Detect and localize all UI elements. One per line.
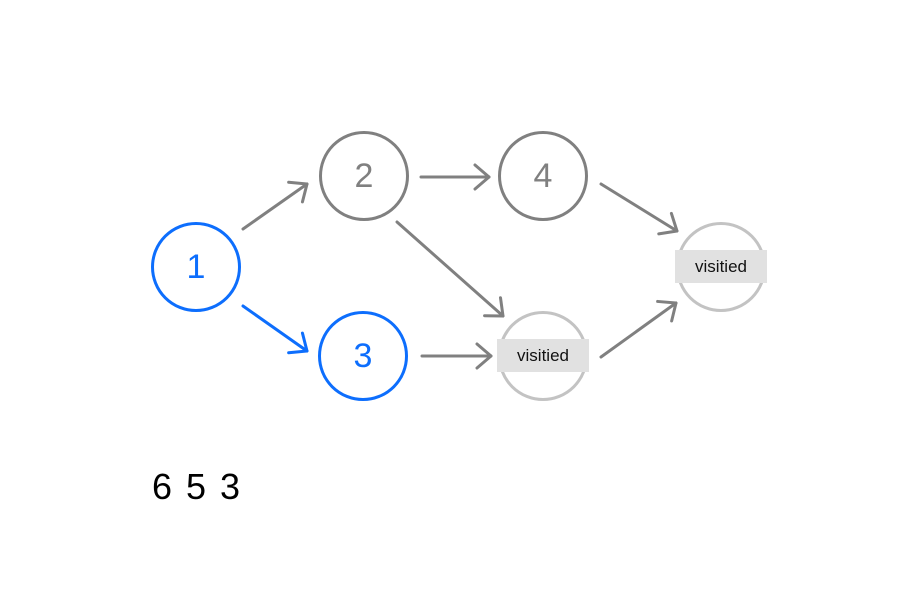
graph-node-1-label: 1	[186, 247, 206, 286]
edge-2-to-visited-bottom-arrow	[395, 220, 505, 318]
graph-node-4-label: 4	[533, 156, 553, 195]
graph-node-2-label: 2	[354, 156, 374, 195]
visited-label-right-text: visitied	[695, 256, 747, 276]
graph-node-1[interactable]: 1	[151, 222, 241, 312]
edge-visited-bottom-to-visited-right-arrow	[599, 299, 678, 359]
graph-node-4[interactable]: 4	[498, 131, 588, 221]
visited-label-bottom[interactable]: visitied	[497, 339, 589, 372]
visited-label-right[interactable]: visitied	[675, 250, 767, 283]
edge-1-to-2-arrow	[241, 180, 309, 231]
output-sequence-text: 6 5 3	[152, 466, 243, 507]
visited-label-bottom-text: visitied	[517, 345, 569, 365]
graph-node-3-label: 3	[353, 336, 373, 375]
edge-1-to-3-arrow	[241, 304, 309, 355]
edge-4-to-visited-right-arrow	[599, 182, 679, 236]
graph-node-2[interactable]: 2	[319, 131, 409, 221]
graph-node-3[interactable]: 3	[318, 311, 408, 401]
